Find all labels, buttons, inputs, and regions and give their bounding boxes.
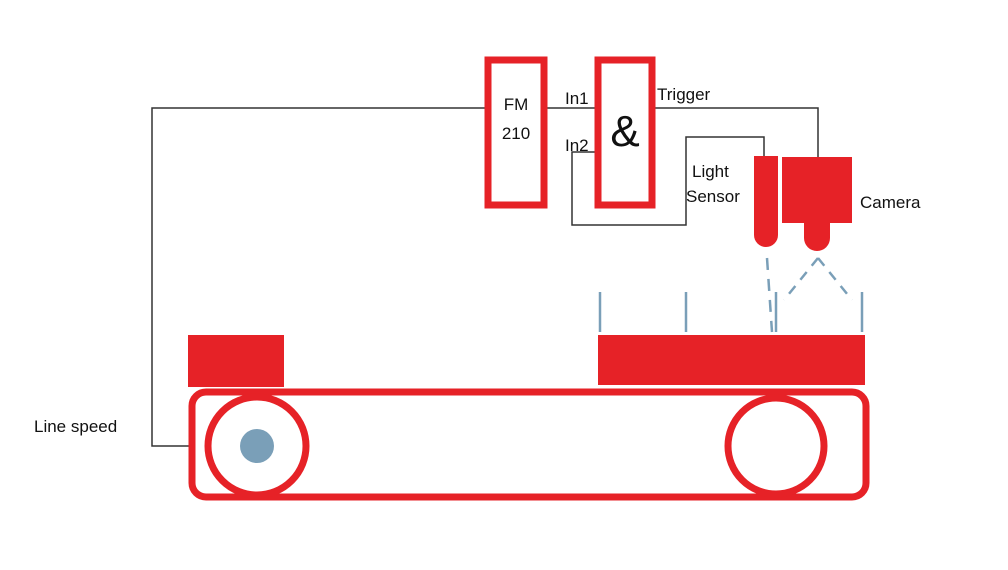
in2-label: In2 (565, 136, 589, 155)
conveyor-idler-roller (724, 394, 828, 498)
fm210-label-line2: 210 (502, 124, 530, 143)
product-box-left (188, 335, 284, 387)
and-gate-symbol: & (610, 107, 639, 156)
camera-lens (804, 222, 830, 251)
line-speed-label: Line speed (34, 417, 117, 436)
light-sensor-body (754, 156, 778, 247)
sensing-beams (765, 257, 853, 333)
line-speed-encoder (240, 429, 274, 463)
camera: Camera (782, 157, 921, 251)
and-gate: & In1 In2 (565, 56, 656, 209)
wire-light-sensor-to-in2 (571, 136, 765, 226)
camera-view-right-beam (817, 257, 853, 301)
fm210-box (484, 56, 548, 209)
camera-view-left-beam (783, 257, 819, 301)
light-sensor-label-line1: Light (692, 162, 729, 181)
conveyor (188, 388, 870, 501)
light-sensor-beam (765, 257, 774, 333)
and-gate-box (594, 56, 656, 209)
camera-body (782, 157, 852, 223)
conveyor-belt (188, 388, 870, 501)
wire-trigger-to-camera (652, 107, 819, 158)
product-markers (598, 292, 864, 332)
product-strip-right (598, 335, 865, 385)
light-sensor-label-line2: Sensor (686, 187, 740, 206)
light-sensor: Light Sensor (686, 156, 778, 247)
camera-label: Camera (860, 193, 921, 212)
in1-label: In1 (565, 89, 589, 108)
fm210-label-line1: FM (504, 95, 529, 114)
fm210-block: FM 210 (484, 56, 548, 209)
trigger-label: Trigger (657, 85, 711, 104)
